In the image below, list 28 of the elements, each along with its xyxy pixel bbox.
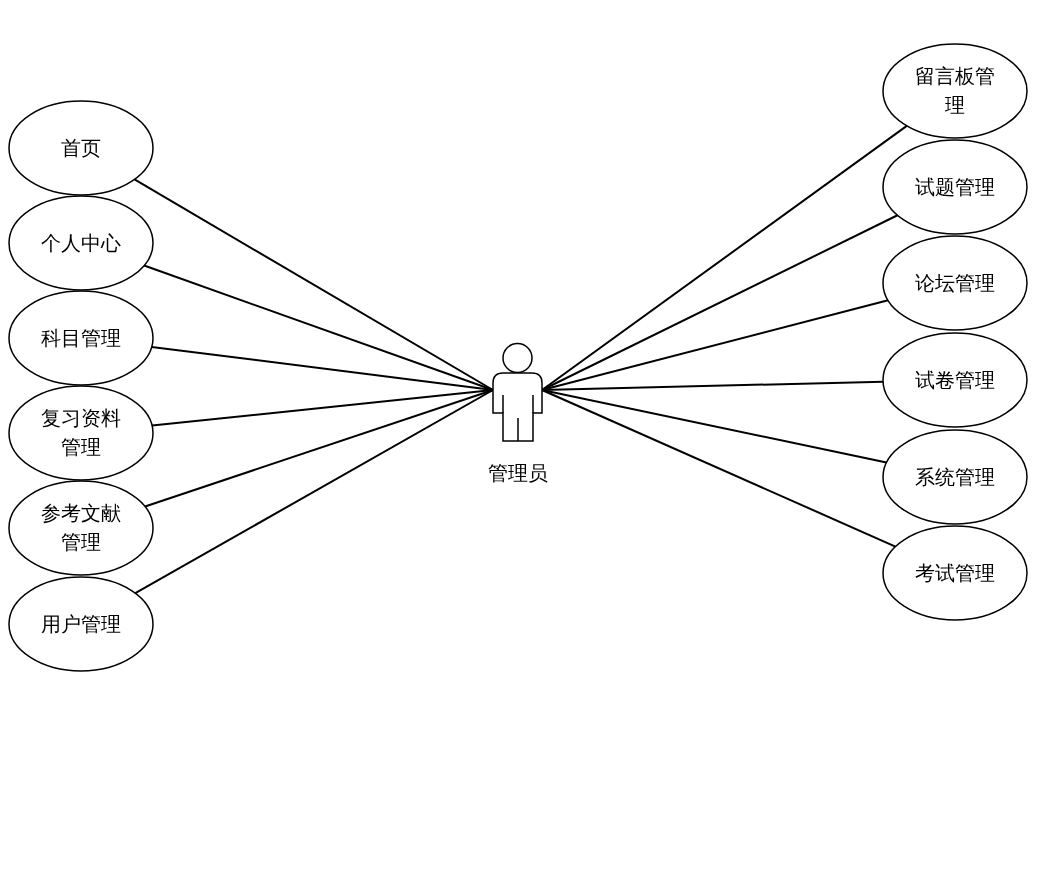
actor-label: 管理员 (488, 460, 548, 486)
use-case-ellipse (8, 480, 154, 576)
use-case-label: 试卷管理 (915, 366, 995, 394)
use-case-ellipse (8, 195, 154, 291)
use-case-label: 试题管理 (915, 173, 995, 201)
use-case-ellipse (882, 429, 1028, 525)
use-case-ellipse (882, 235, 1028, 331)
use-case-ellipse (8, 290, 154, 386)
use-case-ellipse (8, 576, 154, 672)
use-case-label: 考试管理 (915, 559, 995, 587)
use-case-label: 留言板管理 (914, 63, 996, 119)
use-case-label: 科目管理 (41, 324, 121, 352)
association-line (134, 389, 494, 595)
association-line (133, 178, 494, 391)
use-case-ellipse (882, 43, 1028, 139)
use-case-label: 用户管理 (41, 610, 121, 638)
use-case-ellipse (882, 525, 1028, 621)
use-case-ellipse (8, 385, 154, 481)
use-case-label: 首页 (61, 134, 101, 162)
use-case-label: 参考文献管理 (40, 500, 122, 556)
use-case-label: 系统管理 (915, 463, 995, 491)
use-case-label: 复习资料管理 (40, 405, 122, 461)
use-case-label: 论坛管理 (915, 269, 995, 297)
use-case-ellipse (8, 100, 154, 196)
use-case-ellipse (882, 332, 1028, 428)
use-case-label: 个人中心 (41, 229, 121, 257)
use-case-ellipse (882, 139, 1028, 235)
association-line (143, 264, 494, 391)
